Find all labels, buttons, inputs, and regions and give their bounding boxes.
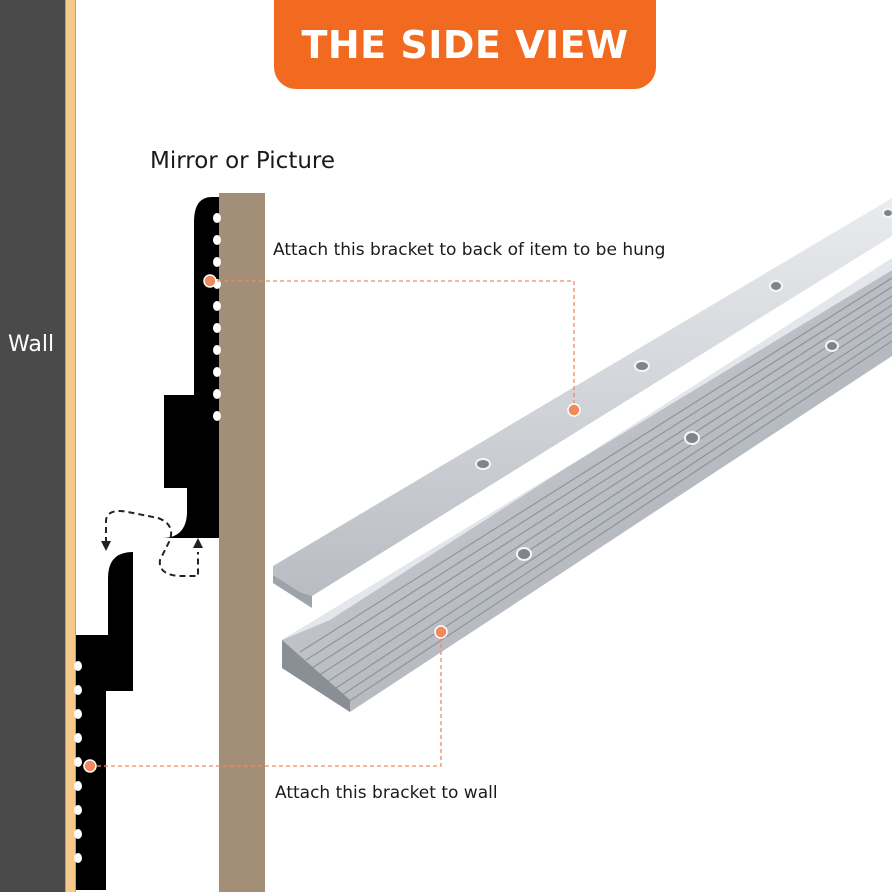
leader-lines xyxy=(90,280,575,767)
wall-label: Wall xyxy=(8,332,55,357)
leader-dots xyxy=(83,274,581,773)
mirror-label: Mirror or Picture xyxy=(150,148,336,174)
arrow-head-down xyxy=(101,541,111,551)
bottom-bracket xyxy=(74,552,133,890)
aluminum-rail-render xyxy=(273,198,892,712)
bottom-bracket-holes xyxy=(74,661,82,863)
mirror-panel xyxy=(219,193,265,892)
page-title: THE SIDE VIEW xyxy=(301,22,629,67)
top-bracket-note: Attach this bracket to back of item to b… xyxy=(273,240,666,260)
wall-surface-strip xyxy=(65,0,76,892)
rail-holes xyxy=(475,208,892,561)
wall xyxy=(0,0,65,892)
title-banner: THE SIDE VIEW xyxy=(274,0,656,89)
up-down-arrow-icon xyxy=(105,510,199,577)
arrow-head-up xyxy=(193,538,203,548)
top-bracket xyxy=(162,197,221,538)
bottom-bracket-note: Attach this bracket to wall xyxy=(275,783,498,803)
rail-ribs xyxy=(299,277,892,707)
